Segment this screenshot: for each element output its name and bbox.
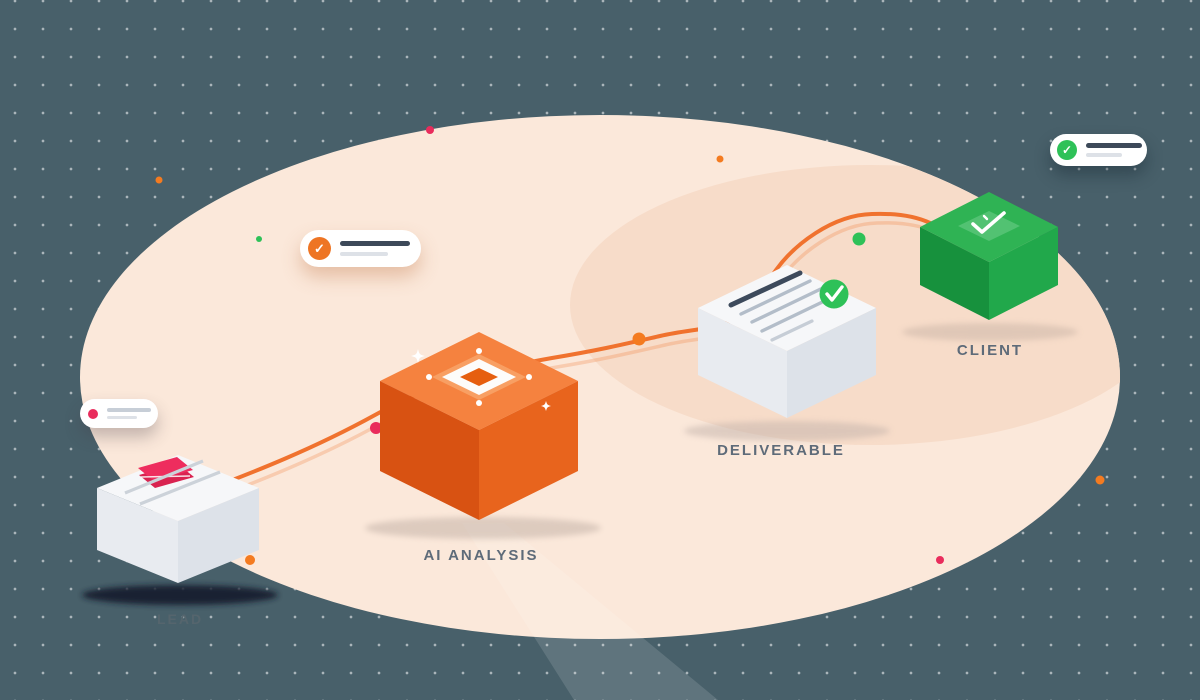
client-shadow	[902, 323, 1078, 341]
document-line	[750, 284, 829, 324]
label-client: CLIENT	[956, 342, 1024, 359]
orange-check-icon: ✓	[308, 237, 331, 260]
notification-pill-progress: ✓	[300, 230, 421, 267]
sparkle-icon	[411, 349, 425, 363]
ai-corner-dot	[476, 348, 482, 354]
pill-line	[1086, 143, 1142, 149]
pill-text-lines	[340, 241, 410, 256]
lead-shadow	[82, 585, 278, 605]
document-line	[739, 279, 812, 316]
document-line-short	[770, 319, 814, 342]
decor-dot-pink	[370, 422, 382, 434]
background-ellipse-dark	[570, 165, 1120, 445]
pill-line	[107, 416, 137, 419]
cube-deliverable	[698, 265, 876, 418]
ai-left-face	[380, 381, 479, 520]
decor-dot-orange	[1095, 475, 1105, 485]
notification-pill-lead	[80, 399, 158, 428]
green-check-icon: ✓	[1057, 140, 1077, 160]
pill-text-lines	[1086, 143, 1142, 157]
decor-dot-pink	[426, 126, 434, 134]
decor-dot-orange	[155, 176, 163, 184]
ai-right-face	[479, 381, 578, 520]
sparkle-icon	[541, 401, 551, 411]
pill-text-lines	[107, 408, 151, 419]
lead-right-face	[178, 488, 259, 583]
connector-line	[196, 211, 932, 495]
pink-dot-icon	[88, 408, 98, 419]
deliverable-right-face	[787, 308, 876, 418]
cube-ai-analysis	[380, 332, 578, 520]
label-ai-analysis: AI ANALYSIS	[423, 547, 539, 564]
ai-corner-dot	[426, 374, 432, 380]
notification-pill-done: ✓	[1050, 134, 1147, 166]
check-icon	[825, 285, 844, 302]
client-right-face	[989, 227, 1058, 320]
label-deliverable: DELIVERABLE	[717, 442, 845, 459]
cube-client	[920, 192, 1058, 320]
light-beam	[462, 523, 718, 700]
ai-shadow	[365, 517, 601, 539]
lead-ribbon-2	[139, 470, 221, 506]
label-lead: LEAD	[156, 611, 204, 627]
ai-diamond-core	[460, 368, 498, 386]
deliverable-shadow	[684, 421, 890, 441]
ai-corner-dot	[526, 374, 532, 380]
check-icon	[971, 211, 1006, 234]
pill-line	[1086, 153, 1122, 157]
deliverable-check-badge	[819, 279, 849, 309]
ai-corner-dot	[476, 400, 482, 406]
pill-line	[107, 408, 151, 412]
lead-left-face	[97, 488, 178, 583]
lead-ribbon-1	[124, 459, 204, 495]
pill-line	[340, 241, 410, 246]
check-hook	[982, 214, 989, 221]
decor-dot-green	[852, 232, 866, 246]
decor-dot-orange	[716, 155, 724, 163]
decor-dot-green	[256, 236, 262, 242]
client-left-face	[920, 227, 989, 320]
document-line-dark	[728, 270, 803, 308]
pill-line	[340, 252, 388, 256]
cube-lead	[97, 455, 259, 583]
deliverable-left-face	[698, 308, 787, 418]
decor-dot-orange	[632, 332, 646, 346]
lead-pink-note	[138, 457, 193, 481]
decor-dot-orange	[245, 555, 255, 565]
decor-dot-pink	[936, 556, 944, 564]
